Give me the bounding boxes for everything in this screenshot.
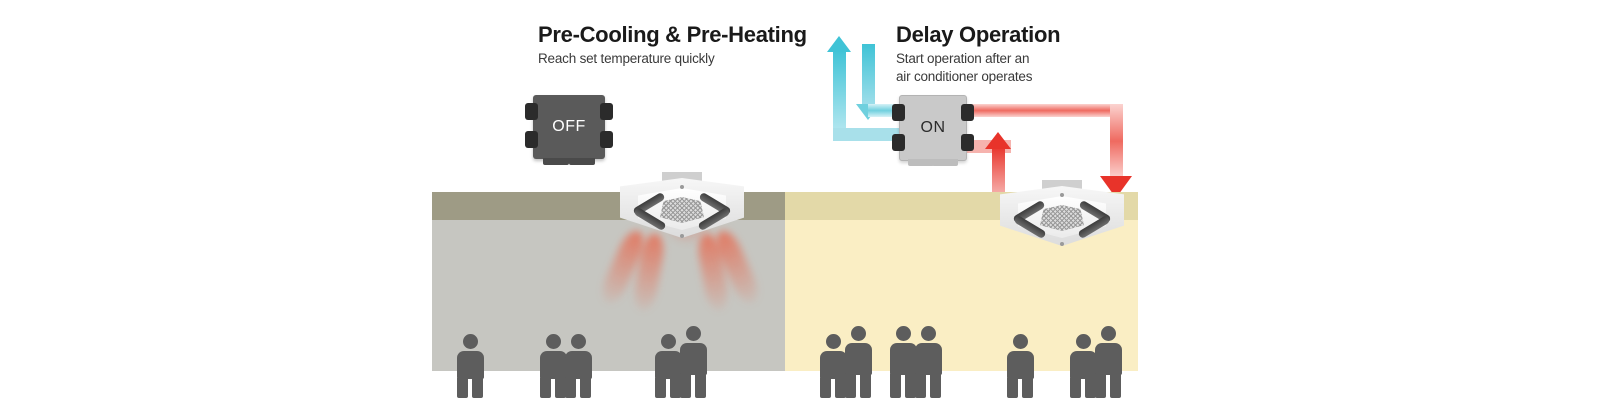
supply-arrow-up-shaft — [833, 50, 846, 140]
person-icon — [678, 326, 708, 398]
duct-port — [600, 103, 613, 120]
person-icon — [913, 326, 943, 398]
cassette-grille — [1040, 205, 1084, 231]
arrow-up-icon — [827, 36, 851, 52]
unit-foot — [908, 159, 934, 166]
ceiling-mount — [662, 172, 702, 182]
panel-title-delay-operation: Delay Operation — [896, 22, 1061, 47]
person-icon — [563, 334, 593, 398]
ventilator-unit-on: ON — [892, 95, 974, 166]
person-icon — [538, 334, 568, 398]
duct-port — [600, 131, 613, 148]
person-icon — [653, 334, 683, 398]
ventilator-unit-off: OFF — [525, 95, 613, 165]
duct-port — [525, 131, 538, 148]
duct-port — [961, 134, 974, 151]
arrow-up-icon — [985, 132, 1011, 149]
supply-duct-lower — [833, 128, 905, 141]
supply-arrow-down-shaft — [862, 44, 875, 106]
person-icon — [1068, 334, 1098, 398]
person-icon — [1093, 326, 1123, 398]
subtitle-line-1: Start operation after an — [896, 51, 1030, 66]
panel-title-pre-cooling: Pre-Cooling & Pre-Heating — [538, 22, 807, 47]
ceiling-cassette-ac-icon-right — [1000, 180, 1124, 252]
sensor-dot — [680, 234, 684, 238]
person-icon — [843, 326, 873, 398]
unit-state-label: ON — [920, 119, 946, 136]
ceiling-mount — [1042, 180, 1082, 190]
unit-foot — [932, 159, 958, 166]
unit-state-label: OFF — [552, 118, 586, 135]
person-icon — [818, 334, 848, 398]
exhaust-duct-top — [963, 104, 1123, 117]
duct-port — [961, 104, 974, 121]
exhaust-duct-vertical — [1110, 104, 1123, 178]
panel-subtitle-pre-cooling: Reach set temperature quickly — [538, 51, 715, 66]
sensor-dot — [1060, 242, 1064, 246]
sensor-dot — [680, 185, 684, 189]
person-icon — [1005, 334, 1035, 398]
duct-port — [892, 104, 905, 121]
unit-foot — [543, 158, 569, 165]
duct-port — [525, 103, 538, 120]
ceiling-cassette-ac-icon-left — [620, 172, 744, 244]
sensor-dot — [1060, 193, 1064, 197]
person-icon — [455, 334, 485, 398]
unit-foot — [569, 158, 595, 165]
panel-subtitle-delay-operation: Start operation after an air conditioner… — [896, 50, 1032, 86]
subtitle-line-2: air conditioner operates — [896, 68, 1033, 84]
exhaust-arrow-up-shaft — [992, 146, 1005, 198]
person-icon — [888, 326, 918, 398]
cassette-grille — [660, 197, 704, 223]
duct-port — [892, 134, 905, 151]
